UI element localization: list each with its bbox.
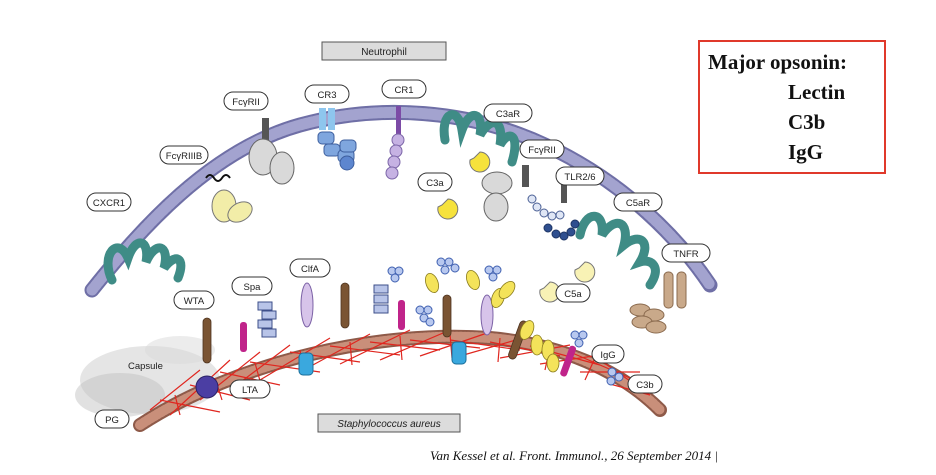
label-cr3: CR3 [304, 84, 350, 104]
svg-text:Spa: Spa [244, 282, 262, 293]
c3a-ligand [437, 151, 491, 220]
major-opsonin-box: Major opsonin: Lectin C3b IgG [698, 40, 886, 174]
opsonin-item-lectin: Lectin [788, 80, 846, 104]
svg-text:FcγRIIIB: FcγRIIIB [166, 151, 202, 162]
c5ar-receptor [575, 211, 660, 290]
label-lta: LTA [229, 379, 271, 399]
tnfr-receptor [629, 271, 687, 334]
capsule-haze [75, 336, 220, 417]
clfa-molecule [300, 282, 494, 336]
svg-text:C5aR: C5aR [626, 198, 650, 209]
opsonin-item-igg: IgG [788, 140, 824, 164]
wall-channels [298, 341, 467, 376]
label-c5a: C5a [555, 283, 591, 303]
svg-text:CR3: CR3 [317, 90, 336, 101]
svg-text:C3b: C3b [636, 380, 653, 391]
label-cxcr1: CXCR1 [86, 192, 132, 212]
fcgriiib-receptor [205, 174, 253, 223]
svg-text:PG: PG [105, 415, 119, 426]
fcgrii-left-receptor [248, 118, 295, 185]
cr3-receptor [317, 108, 357, 171]
opsonin-item-c3b: C3b [788, 110, 826, 134]
cxcr1-receptor [103, 238, 186, 285]
neutrophil-title-box: Neutrophil [321, 41, 447, 61]
label-c3ar: C3aR [483, 103, 533, 123]
svg-text:WTA: WTA [184, 296, 205, 307]
label-spa: Spa [231, 276, 273, 296]
svg-text:IgG: IgG [600, 350, 615, 361]
peptidoglycan-mesh [149, 329, 651, 416]
capsule-pg-node [195, 375, 219, 399]
label-wta: WTA [173, 290, 215, 310]
label-c3a: C3a [417, 172, 453, 192]
label-c3b: C3b [627, 374, 663, 394]
label-fcgriiib: FcγRIIIB [159, 145, 209, 165]
cr1-receptor [385, 106, 405, 180]
svg-text:CXCR1: CXCR1 [93, 198, 125, 209]
svg-text:CR1: CR1 [394, 85, 413, 96]
svg-text:ClfA: ClfA [301, 264, 320, 275]
neutrophil-title: Neutrophil [361, 47, 407, 58]
label-clfa: ClfA [289, 258, 331, 278]
svg-text:C3a: C3a [426, 178, 444, 189]
citation: Van Kessel et al. Front. Immunol., 26 Se… [430, 448, 718, 463]
bacterium-title-box: Staphylococcus aureus [317, 413, 461, 433]
svg-text:LTA: LTA [242, 385, 259, 396]
bacterial-cell-wall [133, 329, 667, 432]
svg-text:C5a: C5a [564, 289, 582, 300]
svg-text:FcγRII: FcγRII [528, 145, 555, 156]
svg-text:C3aR: C3aR [496, 109, 520, 120]
svg-text:TNFR: TNFR [673, 249, 698, 260]
label-pg: PG [94, 409, 130, 429]
svg-text:FcγRII: FcγRII [232, 97, 259, 108]
wta-molecules [202, 282, 528, 364]
igg-molecules [387, 257, 624, 386]
c3ar-receptor [439, 110, 520, 167]
opsonin-heading: Major opsonin: [708, 50, 848, 74]
label-tlr26: TLR2/6 [555, 166, 605, 186]
c3b-molecules [425, 269, 560, 373]
svg-text:TLR2/6: TLR2/6 [564, 172, 595, 183]
label-tnfr: TNFR [661, 243, 711, 263]
lta-molecules [240, 300, 577, 377]
c5a-ligand [539, 261, 596, 303]
label-fcgrii-right: FcγRII [519, 139, 565, 159]
bacterium-title: Staphylococcus aureus [337, 419, 440, 430]
tlr26-receptor [527, 178, 580, 241]
label-fcgrii-left: FcγRII [223, 91, 269, 111]
spa-molecule [257, 284, 389, 338]
label-capsule: Capsule [128, 361, 163, 372]
label-igg: IgG [591, 344, 625, 364]
label-c5ar: C5aR [613, 192, 663, 212]
fcgrii-right-receptor [481, 165, 529, 222]
label-cr1: CR1 [381, 79, 427, 99]
